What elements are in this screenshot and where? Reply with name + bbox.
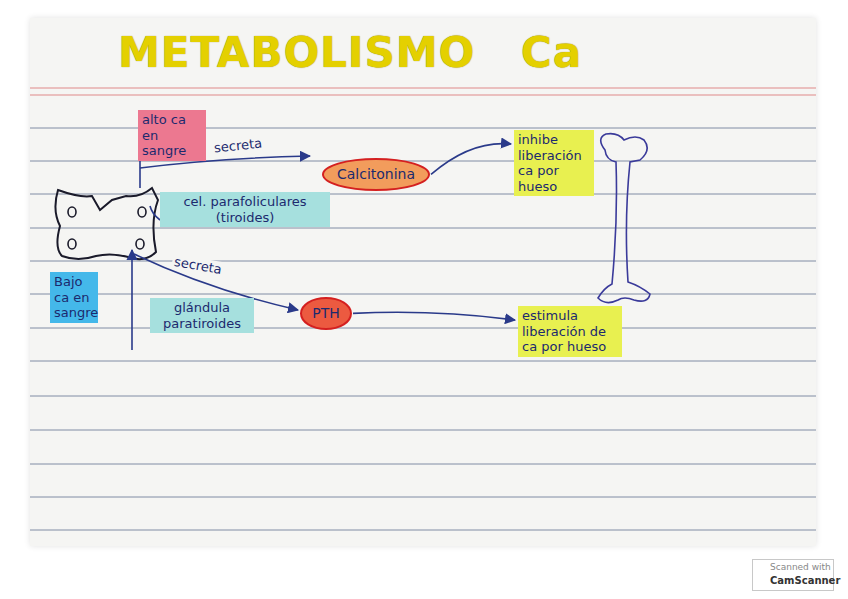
node-text: PTH	[310, 305, 342, 322]
condition-highlight: Bajo ca en sangre	[50, 272, 98, 323]
watermark-text: CamScanner	[770, 575, 840, 586]
effect-highlight: inhibe liberación ca por hueso	[514, 130, 594, 196]
gland-highlight: glándula paratiroides	[150, 298, 254, 333]
hormone-box: PTH	[300, 297, 352, 330]
condition-highlight: alto ca en sangre	[138, 110, 206, 161]
page-title: METABOLISMO Ca	[118, 28, 582, 77]
watermark-text: Scanned with	[770, 562, 831, 572]
node-text: Bajo ca en sangre	[54, 274, 94, 321]
node-text: alto ca en sangre	[142, 112, 202, 159]
notebook-paper	[30, 18, 816, 546]
node-text: glándula paratiroides	[154, 300, 250, 331]
node-text: inhibe liberación ca por hueso	[518, 132, 590, 194]
cell-highlight: cel. parafoliculares (tiroides)	[160, 192, 330, 227]
node-text: cel. parafoliculares (tiroides)	[164, 194, 326, 225]
arrow-connector	[353, 312, 515, 320]
hormone-box: Calcitonina	[322, 158, 430, 191]
node-text: estimula liberación de ca por hueso	[522, 308, 618, 355]
effect-highlight: estimula liberación de ca por hueso	[518, 306, 622, 357]
arrow-connector	[431, 144, 511, 175]
node-text: Calcitonina	[332, 166, 420, 183]
